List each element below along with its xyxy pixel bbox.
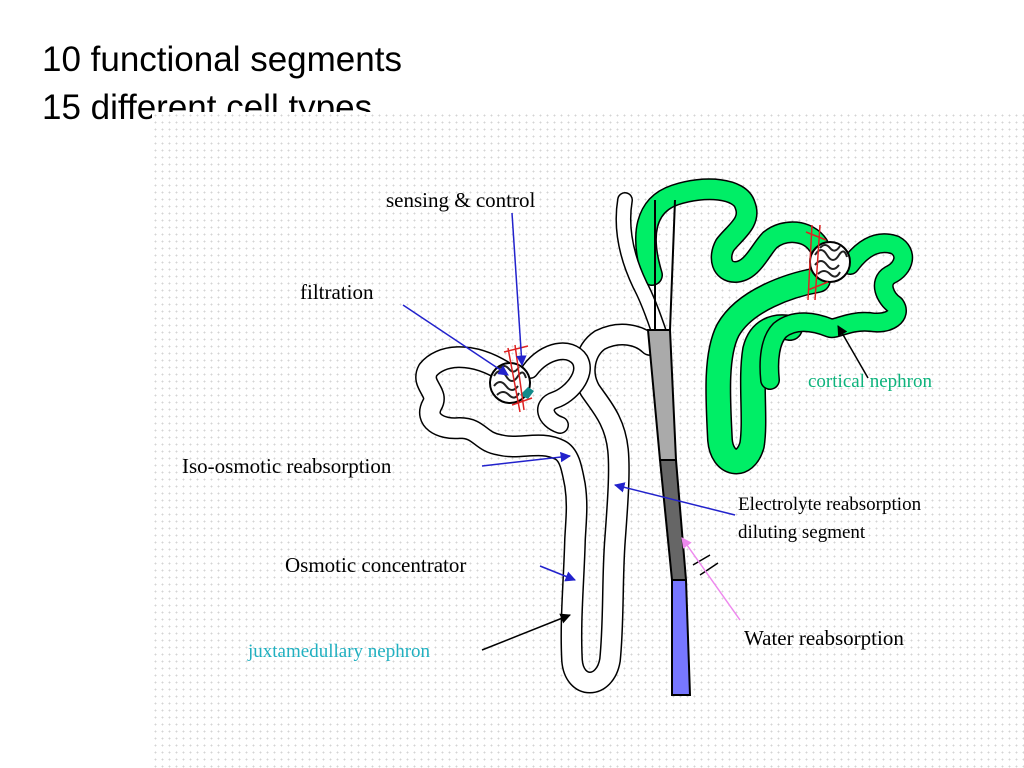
juxtamedullary-nephron-tubule [415, 192, 668, 694]
heading-line-1: 10 functional segments [42, 40, 402, 79]
label-osmotic-concentrator: Osmotic concentrator [285, 553, 466, 577]
label-filtration: filtration [300, 280, 374, 304]
cortical-glomerulus [805, 224, 851, 301]
slide-heading: 10 functional segments 15 different cell… [42, 36, 402, 132]
label-sensing-control: sensing & control [386, 188, 535, 212]
label-diluting-segment: diluting segment [738, 522, 866, 543]
cortical-nephron-tubule [635, 178, 914, 475]
label-iso-osmotic-reabsorption: Iso-osmotic reabsorption [182, 454, 392, 478]
label-water-reabsorption: Water reabsorption [744, 626, 904, 650]
figure-background [152, 112, 1024, 768]
label-cortical-nephron: cortical nephron [808, 371, 932, 392]
label-juxtamedullary-nephron: juxtamedullary nephron [247, 641, 431, 662]
label-electrolyte-reabsorption: Electrolyte reabsorption [738, 494, 922, 515]
pointer-lines [402, 212, 869, 651]
collecting-duct [646, 199, 719, 696]
